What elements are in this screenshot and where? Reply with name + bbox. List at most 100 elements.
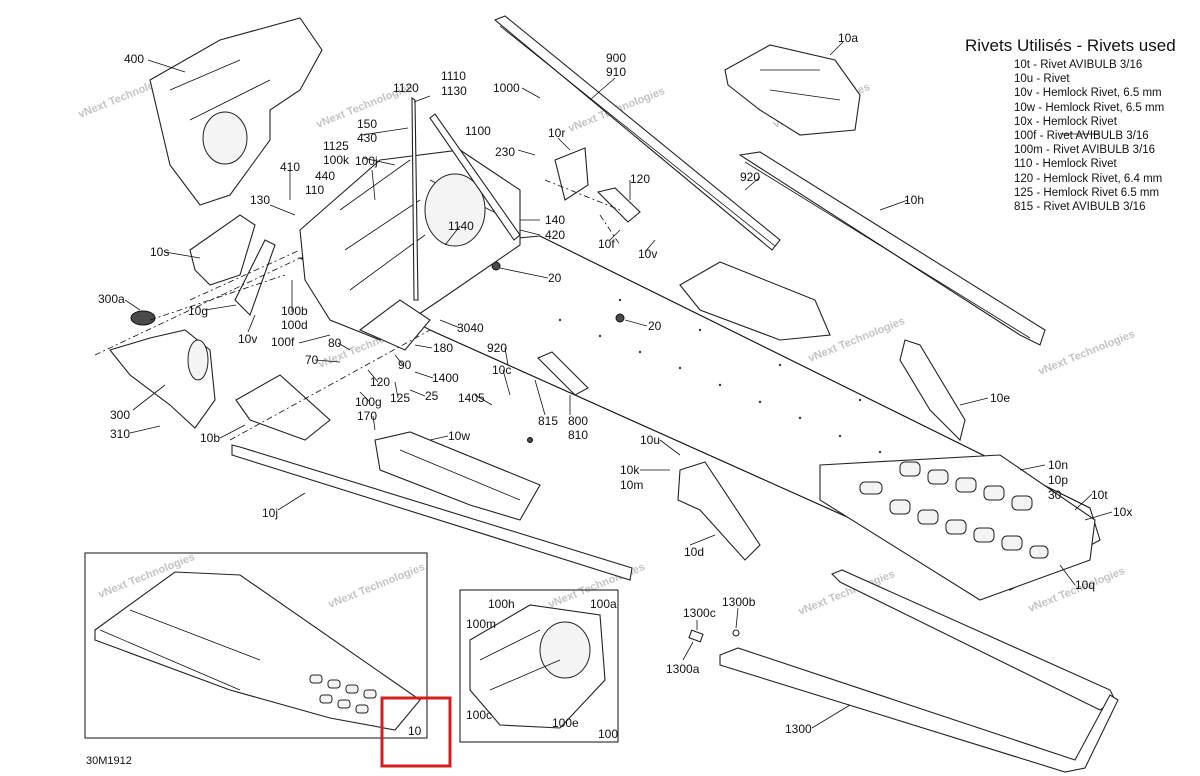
callout: 150 bbox=[357, 117, 377, 131]
callout: 100b bbox=[281, 304, 308, 318]
bracket-10g bbox=[234, 239, 276, 317]
rear-bumper-1300 bbox=[688, 569, 1119, 773]
callout: 25 bbox=[425, 389, 439, 403]
callout: 440 bbox=[315, 169, 335, 183]
callout: 420 bbox=[545, 228, 565, 242]
callout: 10n bbox=[1048, 458, 1068, 472]
callout: 1400 bbox=[432, 371, 459, 385]
callout: 815 bbox=[538, 414, 558, 428]
callout: 10r bbox=[548, 126, 565, 140]
callout: 70 bbox=[305, 353, 319, 367]
watermark: vNext Technologies bbox=[327, 561, 427, 611]
legend-item: 100m - Rivet AVIBULB 3/16 bbox=[1014, 144, 1156, 157]
rear-tunnel-plate bbox=[819, 454, 1096, 601]
diagram-code: 30M1912 bbox=[86, 755, 132, 767]
callout: 10s bbox=[150, 245, 169, 259]
callout: 130 bbox=[250, 193, 270, 207]
bracket-10b bbox=[235, 374, 331, 441]
brace-10e bbox=[899, 339, 966, 442]
callout: 1300b bbox=[722, 595, 756, 609]
callout: 10m bbox=[620, 478, 643, 492]
callout: 170 bbox=[357, 409, 377, 423]
callout: 810 bbox=[568, 428, 588, 442]
inset-front-frame bbox=[459, 589, 619, 743]
bracket-10a bbox=[724, 44, 861, 136]
callout: 1405 bbox=[458, 391, 485, 405]
callout: 910 bbox=[606, 65, 626, 79]
skid-plate-10 bbox=[679, 261, 831, 341]
callout: 100j bbox=[355, 154, 378, 168]
callout: 1125 bbox=[323, 139, 349, 153]
callout: 10k bbox=[620, 463, 640, 477]
callout: 300a bbox=[98, 292, 125, 306]
watermark: vNext Technologies bbox=[1037, 328, 1137, 378]
callout: 1120 bbox=[393, 81, 419, 95]
callout: 10d bbox=[684, 545, 704, 559]
callout: 430 bbox=[357, 131, 377, 145]
rivets-legend-title: Rivets Utilisés - Rivets used bbox=[965, 36, 1176, 55]
callout: 100a bbox=[590, 597, 617, 611]
callout: 1130 bbox=[441, 84, 467, 98]
leader-lines bbox=[124, 41, 1113, 729]
callout: 80 bbox=[328, 336, 342, 350]
callout: 800 bbox=[568, 414, 588, 428]
callout: 100g bbox=[355, 395, 382, 409]
callout: 30 bbox=[1048, 488, 1062, 502]
callout: 1000 bbox=[493, 81, 520, 95]
callout: 10t bbox=[1091, 488, 1108, 502]
callout: 1300a bbox=[666, 662, 700, 676]
callout: 920 bbox=[740, 170, 760, 184]
slide-rail-10j bbox=[231, 444, 633, 581]
callout: 300 bbox=[110, 408, 130, 422]
callout: 1140 bbox=[448, 219, 474, 233]
legend-item: 10t - Rivet AVIBULB 3/16 bbox=[1014, 59, 1143, 71]
callout: 410 bbox=[280, 160, 300, 174]
callout: 10h bbox=[904, 193, 924, 207]
plate-800 bbox=[537, 351, 589, 396]
callout: 1100 bbox=[465, 124, 491, 138]
upper-engine-mount bbox=[149, 17, 323, 206]
legend-item: 110 - Hemlock Rivet bbox=[1014, 158, 1117, 171]
callout: 10b bbox=[200, 431, 220, 445]
callout: 180 bbox=[433, 341, 453, 355]
callout: 10q bbox=[1075, 578, 1095, 592]
callout: 100d bbox=[281, 318, 308, 332]
callout: 10e bbox=[990, 391, 1010, 405]
highlight-box bbox=[380, 696, 452, 768]
legend-item: 100f - Rivet AVIBULB 3/16 bbox=[1014, 130, 1149, 143]
callout: 900 bbox=[606, 51, 626, 65]
callout: 400 bbox=[124, 52, 144, 66]
callout: 125 bbox=[390, 391, 410, 405]
callout: 10x bbox=[1113, 505, 1132, 519]
callout: 3040 bbox=[457, 321, 484, 335]
callout: 100f bbox=[271, 335, 295, 349]
callout: 10p bbox=[1048, 473, 1068, 487]
highlight-label: 10 bbox=[408, 724, 422, 738]
callout: 310 bbox=[110, 427, 130, 441]
callout: 100h bbox=[488, 597, 515, 611]
legend-item: 10w - Hemlock Rivet, 6.5 mm bbox=[1014, 101, 1165, 114]
brace-10d bbox=[677, 461, 761, 561]
callout: 1110 bbox=[441, 69, 466, 83]
callout: 10a bbox=[838, 31, 858, 45]
legend-item: 120 - Hemlock Rivet, 6.4 mm bbox=[1014, 172, 1163, 185]
callout: 110 bbox=[305, 183, 324, 197]
callout: 120 bbox=[370, 375, 390, 389]
legend-item: 10u - Rivet bbox=[1014, 73, 1070, 86]
side-plate-10s bbox=[189, 214, 256, 286]
callout: 100 bbox=[598, 727, 618, 741]
inset-tunnel-overview bbox=[84, 552, 428, 739]
callout: 10v bbox=[638, 247, 657, 261]
legend-item: 10v - Hemlock Rivet, 6.5 mm bbox=[1014, 87, 1162, 100]
spindle-300 bbox=[109, 310, 216, 429]
callout: 920 bbox=[487, 341, 507, 355]
plate-10f bbox=[596, 187, 641, 223]
callout: 230 bbox=[495, 145, 515, 159]
callout: 100k bbox=[323, 153, 350, 167]
callout: 140 bbox=[545, 213, 565, 227]
rivets-legend-list: 10t - Rivet AVIBULB 3/16 10u - Rivet 10v… bbox=[1014, 58, 1164, 214]
callout: 10v bbox=[238, 332, 257, 346]
callout: 10g bbox=[188, 304, 208, 318]
callout: 20 bbox=[548, 271, 562, 285]
